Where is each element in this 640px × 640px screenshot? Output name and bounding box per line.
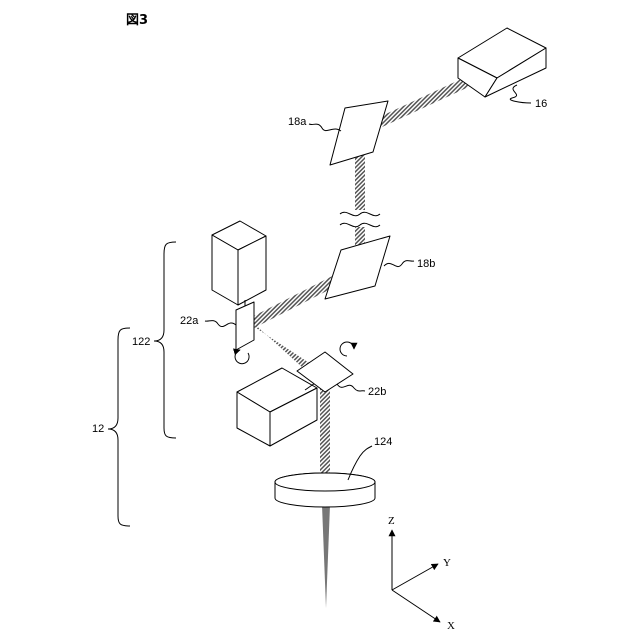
- y-axis: [392, 564, 438, 590]
- beam-segment-22b-to-lens: [320, 385, 330, 480]
- leader-18b: [384, 261, 414, 267]
- lens-124: [275, 473, 375, 507]
- beam-break-mark: [340, 210, 380, 227]
- label-16: 16: [535, 98, 547, 110]
- laser-source-16: [458, 28, 546, 97]
- label-124: 124: [374, 436, 392, 448]
- label-18b: 18b: [417, 258, 435, 270]
- coordinate-axes: Z Y X: [388, 515, 455, 632]
- x-axis: [392, 590, 440, 622]
- leader-22b: [337, 384, 365, 391]
- galvo-mirror-22a: [236, 302, 254, 350]
- brace-12: [108, 328, 130, 526]
- z-axis-label: Z: [388, 515, 395, 527]
- lens-top-face: [275, 473, 375, 491]
- rotation-icon-22b: [340, 342, 354, 356]
- leader-22a: [205, 321, 236, 327]
- galvo-motor-b: [237, 368, 318, 446]
- mirror-18b: [325, 236, 390, 299]
- focused-beam: [322, 505, 330, 608]
- x-axis-label: X: [447, 620, 455, 632]
- rotation-icon-22a: [235, 350, 249, 364]
- leader-16: [510, 85, 531, 103]
- label-122: 122: [132, 336, 150, 348]
- label-18a: 18a: [288, 116, 307, 128]
- leader-18a: [309, 124, 341, 131]
- figure-title: 図3: [126, 13, 148, 28]
- label-22b: 22b: [368, 386, 386, 398]
- label-12: 12: [92, 423, 104, 435]
- brace-122: [154, 242, 176, 438]
- label-22a: 22a: [180, 315, 199, 327]
- mirror-18a: [330, 101, 388, 165]
- beam-segment-source-to-18a: [375, 75, 475, 128]
- y-axis-label: Y: [443, 557, 451, 569]
- galvo-motor-a: [212, 221, 266, 318]
